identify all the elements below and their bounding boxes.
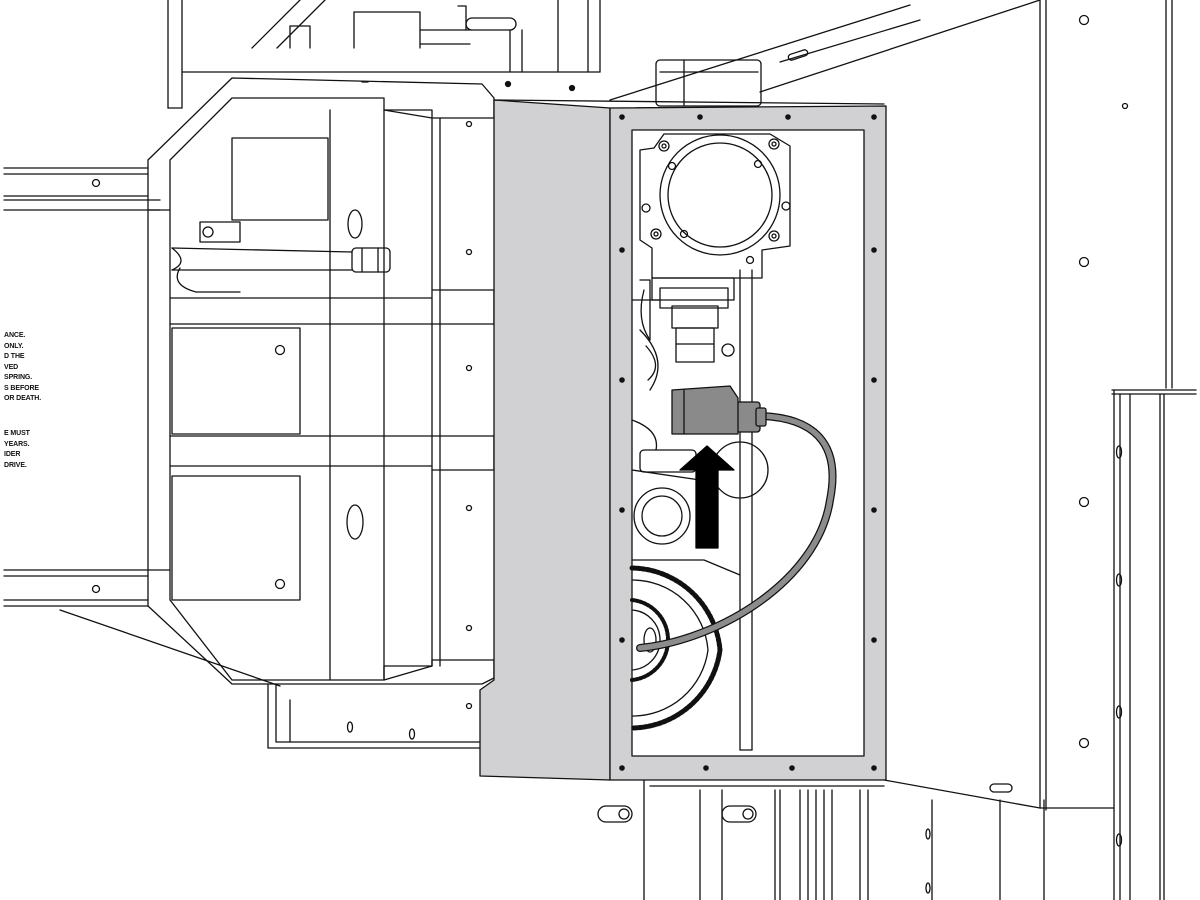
warning-line: DRIVE. [4,461,27,469]
housing-interior [629,133,791,751]
left-guard-frame [147,77,495,710]
warning-label-paragraph-2: E MUST YEARS. IDER DRIVE. [4,429,30,471]
drive-housing [479,99,887,781]
gearbox [631,277,735,391]
motor [639,133,791,279]
warning-line: IDER [4,451,21,458]
sensor-cable [636,412,837,652]
warning-line: D THE [4,353,25,360]
warning-line: OR DEATH. [4,395,42,402]
warning-line: SPRING. [4,374,33,381]
warning-line: VED [4,363,19,371]
lower-structure [597,779,1115,900]
warning-line: E MUST [4,430,30,437]
warning-line: ANCE. [4,332,26,339]
warning-line: S BEFORE [4,384,39,392]
lower-bracket [267,683,481,749]
background-structure [167,0,1041,109]
up-arrow-icon [679,445,735,549]
sensor-connector [671,385,767,435]
warning-line: YEARS. [4,440,30,448]
warning-line: ONLY. [4,342,24,350]
right-cabinet-frame [1039,0,1197,900]
warning-label-paragraph-1: ANCE. ONLY. D THE VED SPRING. S BEFORE O… [4,331,41,405]
left-beams [3,167,281,687]
